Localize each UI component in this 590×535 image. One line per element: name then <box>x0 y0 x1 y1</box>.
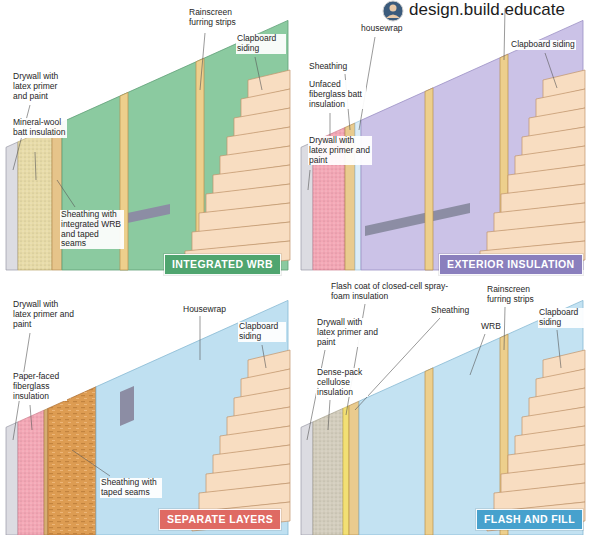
wall-section <box>6 300 290 535</box>
panel-title-box: INTEGRATED WRB <box>164 254 281 275</box>
part-label: Unfaced fiberglass batt insulation <box>308 80 366 109</box>
part-label: Rainscreen furring strips <box>188 8 243 28</box>
part-label: Sheathing <box>430 306 470 316</box>
panel-title-box: EXTERIOR INSULATION <box>439 254 583 275</box>
panel-title-box: SEPARATE LAYERS <box>159 509 281 530</box>
account-watermark: design.build.educate <box>408 0 566 20</box>
part-label: Dense-pack cellulose insulation <box>316 368 368 397</box>
leader-line <box>13 316 266 476</box>
part-label: Clapboard siding <box>238 322 286 342</box>
leader-line <box>308 8 557 190</box>
part-label: Mineral-wool batt insulation <box>12 118 67 138</box>
part-label: Paper-faced fiberglass insulation <box>12 372 67 401</box>
part-label: Flash coat of closed-cell spray-foam ins… <box>330 282 455 302</box>
part-label: Drywall with latex primer and paint <box>316 318 382 347</box>
part-label: Drywall with latex primer and paint <box>12 72 74 101</box>
wall-section <box>301 20 585 270</box>
panel-title: FLASH AND FILL <box>484 513 575 526</box>
panel-title: EXTERIOR INSULATION <box>447 258 575 271</box>
part-label: housewrap <box>360 24 404 34</box>
part-label: Sheathing with taped seams <box>100 478 162 498</box>
wall-section <box>301 300 585 535</box>
part-label: Rainscreen furring strips <box>486 285 536 305</box>
part-label: Housewrap <box>182 305 227 315</box>
avatar-icon <box>383 1 403 21</box>
part-label: WRB <box>480 322 502 332</box>
part-label: Clapboard siding <box>538 308 584 328</box>
wall-section <box>6 20 290 270</box>
leader-line <box>13 33 262 207</box>
part-label: Drywall with latex primer and paint <box>308 136 372 165</box>
part-label: Clapboard siding <box>236 34 286 54</box>
part-label: Sheathing <box>308 62 348 72</box>
part-label: Sheathing with integrated WRB and taped … <box>60 210 124 249</box>
part-label: Drywall with latex primer and paint <box>12 300 76 329</box>
panel-title: SEPARATE LAYERS <box>167 513 273 526</box>
panel-title-box: FLASH AND FILL <box>476 509 583 530</box>
part-label: Clapboard siding <box>510 40 576 50</box>
leader-line <box>307 304 561 440</box>
panel-title: INTEGRATED WRB <box>172 258 273 271</box>
